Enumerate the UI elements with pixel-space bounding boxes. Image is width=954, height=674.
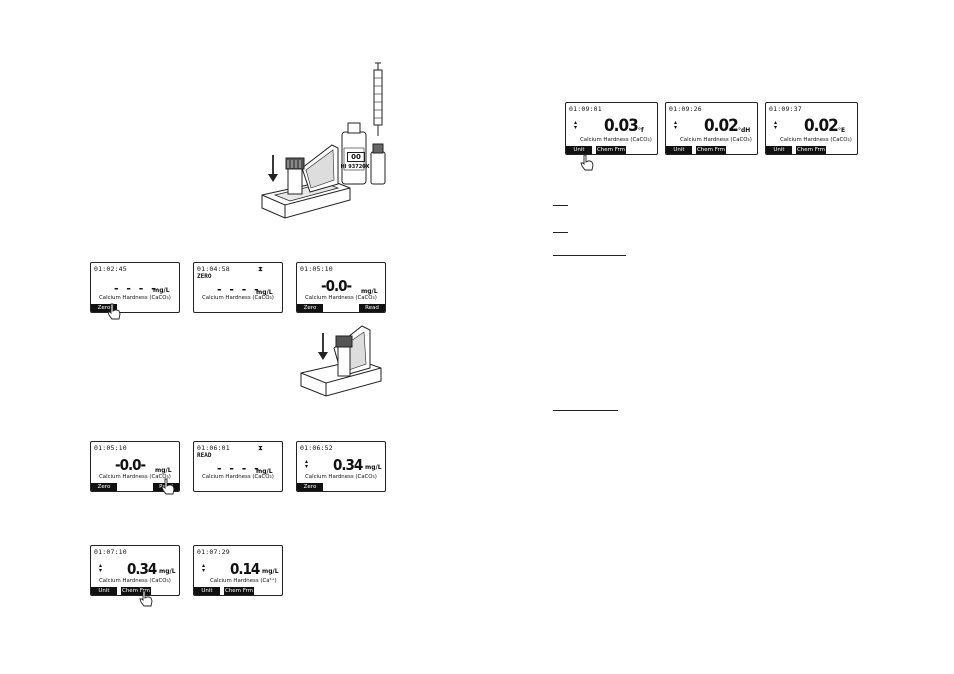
dashes-display: - - - -	[217, 462, 261, 475]
parameter-label: Calcium Hardness (CaCO₃)	[202, 474, 274, 480]
dashes-display: - - - -	[217, 283, 261, 296]
status-label: READ	[197, 452, 212, 459]
read-button[interactable]: Read	[359, 304, 385, 312]
unit-button[interactable]: Unit	[766, 146, 792, 154]
up-down-arrows-icon: ▴▾	[202, 562, 206, 574]
up-down-arrows-icon: ▴▾	[574, 119, 578, 131]
zero-button[interactable]: Zero	[297, 304, 323, 312]
parameter-label: Calcium Hardness (CaCO₃)	[580, 137, 652, 143]
chem-form-button[interactable]: Chem Frm	[224, 587, 254, 595]
parameter-label: Calcium Hardness (CaCO₃)	[680, 137, 752, 143]
unit-label: mg/L	[256, 468, 273, 475]
parameter-label: Calcium Hardness (Ca²⁺)	[210, 578, 277, 584]
text-underline-1	[553, 205, 568, 206]
unit-button[interactable]: Unit	[91, 587, 117, 595]
zero-button[interactable]: Zero	[91, 483, 117, 491]
display-screen-2: 01:04:58 ⧗ ZERO - - - - mg/L Calcium Har…	[193, 262, 283, 313]
display-screen-3: 01:05:10 -0.0- mg/L Calcium Hardness (Ca…	[296, 262, 386, 313]
display-screen-5: 01:06:01 ⧗ READ - - - - mg/L Calcium Har…	[193, 441, 283, 492]
unit-label: °f	[638, 127, 644, 134]
display-screen-10: 01:09:26 ▴▾ 0.02 °dH Calcium Hardness (C…	[665, 102, 758, 155]
reagent-label-top: 00	[347, 152, 365, 162]
time-label: 01:07:10	[94, 548, 127, 556]
display-screen-11: 01:09:37 ▴▾ 0.02 °E Calcium Hardness (Ca…	[765, 102, 858, 155]
up-down-arrows-icon: ▴▾	[99, 562, 103, 574]
value-display: 0.14	[230, 560, 260, 578]
time-label: 01:09:26	[669, 105, 702, 113]
parameter-label: Calcium Hardness (CaCO₃)	[99, 295, 171, 301]
unit-label: mg/L	[361, 288, 378, 295]
chem-form-button[interactable]: Chem Frm	[121, 587, 151, 595]
chem-form-button[interactable]: Chem Frm	[696, 146, 726, 154]
zero-button[interactable]: Zero	[91, 304, 117, 312]
unit-label: mg/L	[365, 464, 382, 471]
parameter-label: Calcium Hardness (CaCO₃)	[99, 474, 171, 480]
value-display: 0.02	[804, 116, 839, 136]
chem-form-button[interactable]: Chem Frm	[796, 146, 826, 154]
up-down-arrows-icon: ▴▾	[774, 119, 778, 131]
pointing-hand-icon	[139, 590, 153, 607]
value-display: -0.0-	[115, 456, 146, 474]
hourglass-icon: ⧗	[258, 444, 263, 452]
time-label: 01:05:10	[94, 444, 127, 452]
time-label: 01:09:37	[769, 105, 802, 113]
time-label: 01:06:01	[197, 444, 230, 452]
parameter-label: Calcium Hardness (CaCO₃)	[99, 578, 171, 584]
unit-label: mg/L	[262, 568, 279, 575]
time-label: 01:07:29	[197, 548, 230, 556]
unit-label: mg/L	[153, 287, 170, 294]
text-underline-4	[553, 410, 618, 411]
value-display: 0.34	[333, 456, 363, 474]
parameter-label: Calcium Hardness (CaCO₃)	[305, 295, 377, 301]
unit-button[interactable]: Unit	[566, 146, 592, 154]
value-display: 0.34	[127, 560, 157, 578]
unit-label: °dH	[738, 127, 751, 134]
meter-cuvette-illustration	[300, 325, 382, 397]
time-label: 01:09:01	[569, 105, 602, 113]
unit-label: °E	[838, 127, 846, 134]
time-label: 01:02:45	[94, 265, 127, 273]
up-down-arrows-icon: ▴▾	[674, 119, 678, 131]
zero-button[interactable]: Zero	[297, 483, 323, 491]
hourglass-icon: ⧗	[258, 265, 263, 273]
up-down-arrows-icon: ▴▾	[305, 458, 309, 470]
text-underline-3	[553, 255, 626, 256]
unit-label: mg/L	[155, 467, 172, 474]
parameter-label: Calcium Hardness (CaCO₃)	[780, 137, 852, 143]
display-screen-8: 01:07:29 ▴▾ 0.14 mg/L Calcium Hardness (…	[193, 545, 283, 596]
text-underline-2	[553, 232, 568, 233]
pointing-hand-icon	[580, 154, 594, 171]
dashes-display: - - - -	[114, 282, 158, 295]
time-label: 01:04:58	[197, 265, 230, 273]
value-display: -0.0-	[321, 277, 352, 295]
pointing-hand-icon	[161, 478, 175, 495]
parameter-label: Calcium Hardness (CaCO₃)	[305, 474, 377, 480]
display-screen-1: 01:02:45 - - - - mg/L Calcium Hardness (…	[90, 262, 180, 313]
value-display: 0.03	[604, 116, 639, 136]
time-label: 01:05:10	[300, 265, 333, 273]
meter-cuvette-reagent-illustration	[261, 62, 386, 219]
status-label: ZERO	[197, 273, 212, 280]
unit-label: mg/L	[256, 289, 273, 296]
pointing-hand-icon	[107, 303, 121, 320]
unit-button[interactable]: Unit	[666, 146, 692, 154]
chem-form-button[interactable]: Chem Frm	[596, 146, 626, 154]
parameter-label: Calcium Hardness (CaCO₃)	[202, 295, 274, 301]
time-label: 01:06:52	[300, 444, 333, 452]
display-screen-4: 01:05:10 -0.0- mg/L Calcium Hardness (Ca…	[90, 441, 180, 492]
display-screen-7: 01:07:10 ▴▾ 0.34 mg/L Calcium Hardness (…	[90, 545, 180, 596]
value-display: 0.02	[704, 116, 739, 136]
display-screen-9: 01:09:01 ▴▾ 0.03 °f Calcium Hardness (Ca…	[565, 102, 658, 155]
reagent-label-bottom: HI 93720X	[340, 164, 370, 170]
unit-button[interactable]: Unit	[194, 587, 220, 595]
unit-label: mg/L	[159, 568, 176, 575]
display-screen-6: 01:06:52 ▴▾ 0.34 mg/L Calcium Hardness (…	[296, 441, 386, 492]
